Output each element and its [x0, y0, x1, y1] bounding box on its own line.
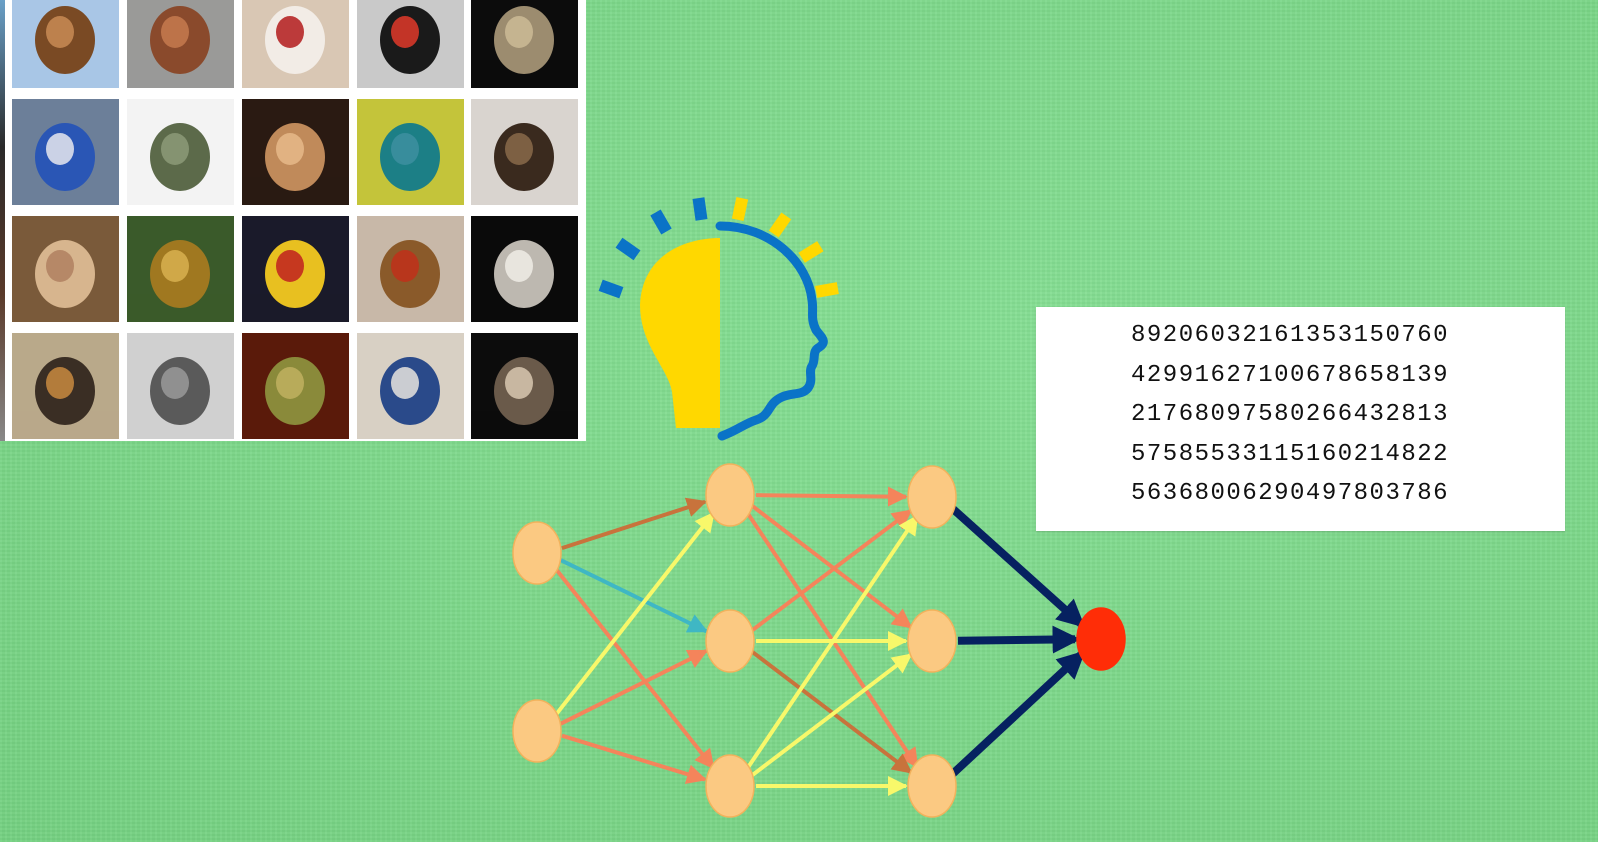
bulb-half [640, 238, 720, 428]
edge-l0-n0-to-n1 [559, 558, 709, 634]
edge-l0-n1-to-n2 [561, 733, 707, 784]
collage-thumbnail-wooden-root-sculpture [12, 0, 119, 88]
number-line: 56368006290497803786 [1131, 480, 1450, 507]
collage-thumbnail-twisted-metal-torc [127, 99, 234, 205]
edge-l2-n2-to-n0 [948, 650, 1086, 778]
number-line: 57585533115160214822 [1131, 441, 1450, 468]
node-layer2-0 [907, 465, 957, 529]
numbers-card: 89206032161353150760 4299162710067865813… [1036, 307, 1565, 531]
network-nodes [512, 463, 1126, 818]
edge-l1-n1-to-n0 [749, 508, 913, 633]
collage-thumbnail-dark-greek-vase [12, 333, 119, 439]
head-profile [715, 221, 828, 441]
edge-l2-n0-to-n0 [949, 504, 1086, 628]
edge-l1-n2-to-n1 [749, 653, 913, 778]
edge-l0-n1-to-n1 [559, 649, 709, 726]
collage-thumbnail-painted-cow-statue [242, 0, 349, 88]
collage-thumbnail-green-ceramic-plates [242, 333, 349, 439]
node-layer1-1 [705, 609, 755, 673]
light-rays [598, 197, 708, 299]
edge-l0-n1-to-n0 [551, 511, 716, 720]
edge-l0-n0-to-n0 [561, 497, 708, 550]
collage-thumbnail-marble-bust [471, 216, 578, 322]
node-layer0-1 [512, 699, 562, 763]
edge-l1-n1-to-n2 [749, 649, 913, 774]
number-line: 21768097580266432813 [1131, 401, 1450, 428]
node-layer1-2 [705, 754, 755, 818]
collage-thumbnail-pair-of-pitchers [357, 333, 464, 439]
edge-l1-n0-to-n0 [755, 486, 909, 507]
image-collage [0, 0, 586, 441]
collage-thumbnail-carved-face-mask [127, 0, 234, 88]
collage-thumbnail-winged-gargoyle [471, 333, 578, 439]
collage-thumbnail-seated-buddha-statues [127, 216, 234, 322]
collage-thumbnail-crowd-of-figurines [12, 216, 119, 322]
edge-l0-n0-to-n2 [552, 564, 715, 770]
collage-thumbnail-deer-sculpture-fountain [357, 216, 464, 322]
number-line: 42991627100678658139 [1131, 362, 1450, 389]
collage-thumbnail-blue-painted-cow [12, 99, 119, 205]
output-node [1076, 607, 1126, 671]
edge-l2-n1-to-n0 [957, 625, 1081, 654]
collage-thumbnail-carved-relief-panel [242, 99, 349, 205]
collage-edge-strip [0, 0, 5, 441]
node-layer1-0 [705, 463, 755, 527]
collage-thumbnail-stone-head-relief [471, 0, 578, 88]
node-layer2-2 [907, 754, 957, 818]
collage-thumbnail-polka-dot-animal-sculpture [357, 0, 464, 88]
collage-thumbnail-blue-green-vase [357, 99, 464, 205]
collage-thumbnail-robot-figurine [471, 99, 578, 205]
edge-l1-n2-to-n0 [743, 514, 919, 774]
node-layer2-1 [907, 609, 957, 673]
collage-thumbnail-painted-horse-statue [242, 216, 349, 322]
edge-l1-n0-to-n2 [743, 507, 919, 769]
node-layer0-0 [512, 521, 562, 585]
number-line: 89206032161353150760 [1131, 322, 1450, 349]
network-edges [551, 486, 1086, 796]
collage-thumbnail-stone-buddha-photo [127, 333, 234, 439]
edge-l1-n0-to-n1 [749, 503, 913, 629]
